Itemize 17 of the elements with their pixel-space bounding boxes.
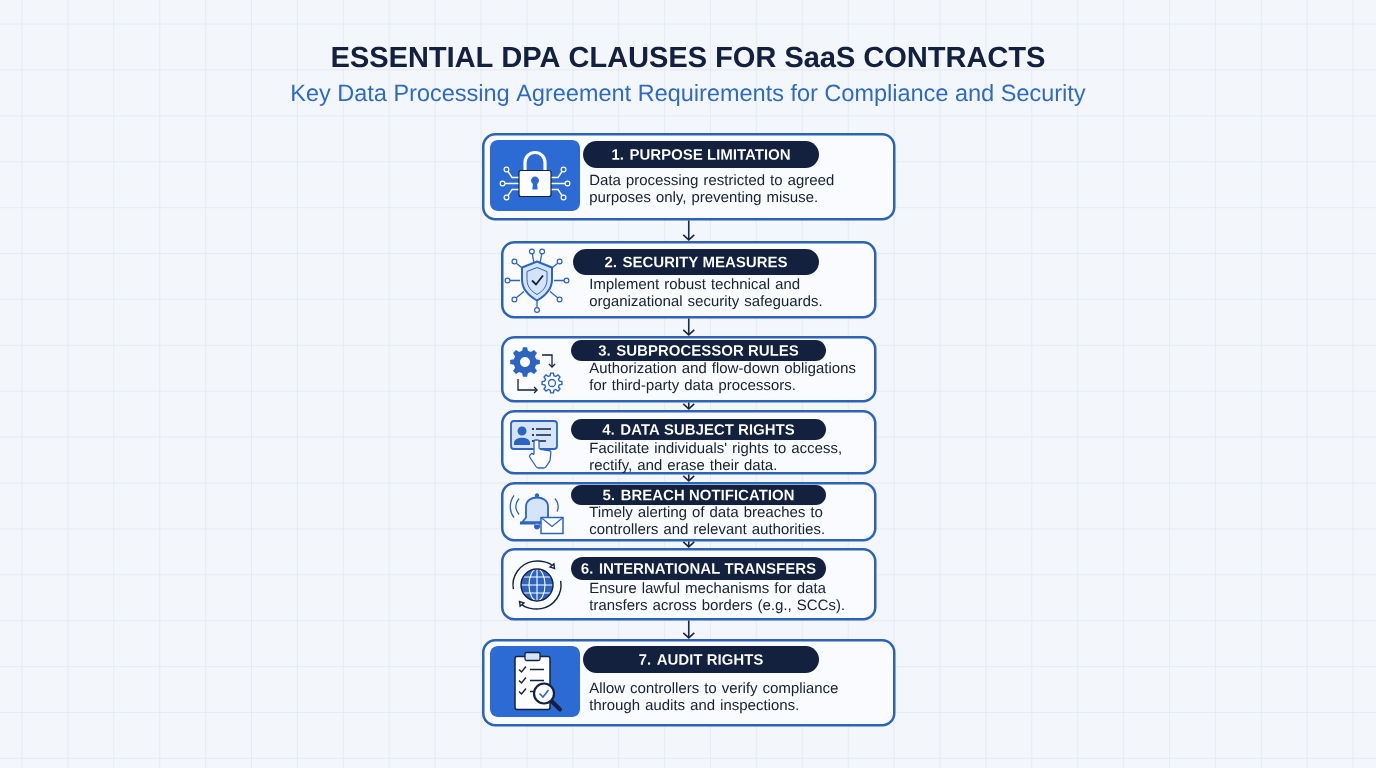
description-text: Timely alerting of data breaches to controllers and relevant authorities. bbox=[589, 506, 824, 535]
description-text: Allow controllers to verify compliance through audits and inspections. bbox=[589, 682, 838, 714]
description-text: Implement robust technical and organizational security safeguards. bbox=[589, 278, 822, 310]
description-text: Data processing restricted to agreed purposes only, preventing misuse. bbox=[590, 174, 834, 206]
heading-pill: 6. INTERNATIONAL TRANSFERS bbox=[571, 557, 826, 580]
description-text: Facilitate individuals' rights to access, rectify, and erase their data. bbox=[590, 442, 841, 474]
subtitle: Key Data Processing Agreement Requirements for Compliance and Security bbox=[292, 84, 1086, 106]
heading-pill: 7. AUDIT RIGHTS bbox=[583, 646, 819, 673]
description-text: Ensure lawful mechanisms for data transfers across borders (e.g., SCCs). bbox=[589, 582, 844, 614]
title: ESSENTIAL DPA CLAUSES FOR SaaS CONTRACTS bbox=[332, 46, 1045, 68]
heading-pill: 2. SECURITY MEASURES bbox=[573, 249, 819, 275]
arrow bbox=[682, 317, 696, 336]
arrow bbox=[682, 219, 696, 241]
description-text: Authorization and flow-down obligations for third-party data processors. bbox=[589, 362, 856, 394]
heading-pill: 3. SUBPROCESSOR RULES bbox=[571, 340, 826, 361]
arrow bbox=[682, 619, 696, 639]
heading-pill: 1. PURPOSE LIMITATION bbox=[583, 141, 819, 168]
